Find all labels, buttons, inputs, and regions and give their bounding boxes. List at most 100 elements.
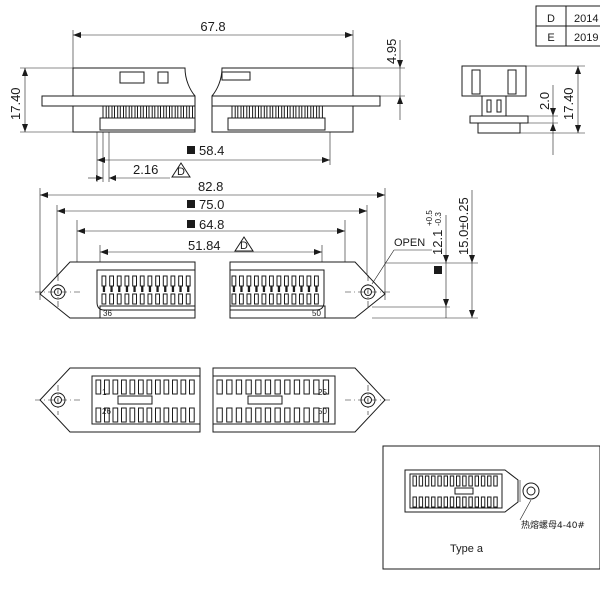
front-rev-mark: D — [240, 240, 248, 252]
back-rib — [264, 379, 272, 395]
type-a-rib — [462, 475, 467, 487]
side-pitch: 2.16 — [133, 162, 158, 177]
contact-pin — [102, 286, 106, 292]
revision-e-code: E — [547, 32, 554, 44]
front-height-inner-tol-minus: -0.3 — [434, 212, 443, 226]
contact-bottom — [299, 293, 304, 305]
back-rib — [322, 407, 330, 423]
contact-pin — [187, 286, 190, 292]
contact-bottom — [306, 293, 312, 305]
contact-pin — [270, 286, 273, 292]
contact-pin — [255, 286, 258, 292]
front-width-inner: 64.8 — [199, 217, 224, 232]
contact-pin — [141, 286, 144, 292]
back-rib — [264, 407, 272, 423]
type-a-rib — [493, 496, 498, 508]
back-rib — [121, 379, 127, 395]
contact-pin — [148, 286, 152, 292]
back-rib — [129, 407, 136, 423]
type-a-rib — [418, 496, 424, 508]
contact-pin — [240, 286, 243, 292]
type-a-detail: 热熔螺母4-40# Type a — [382, 445, 600, 570]
type-a-rib — [487, 475, 492, 487]
revision-table: D 2014 E 2019 — [535, 5, 600, 47]
back-rib — [146, 407, 153, 423]
open-label: OPEN — [394, 237, 425, 249]
back-rib — [226, 407, 233, 423]
back-rib — [284, 379, 291, 395]
back-pin-25: 25 — [318, 388, 327, 397]
back-rib — [293, 379, 301, 395]
back-rib — [284, 407, 291, 423]
contact-pin — [118, 286, 121, 292]
side-top-height: 4.95 — [384, 39, 399, 64]
type-a-rib — [449, 475, 455, 487]
contact-bottom — [170, 293, 176, 305]
type-a-rib — [462, 496, 467, 508]
type-a-rib — [443, 475, 449, 487]
contact-pin — [179, 286, 182, 292]
back-rib — [293, 407, 301, 423]
contact-pin — [164, 286, 167, 292]
front-contact-span: 51.84 — [188, 238, 221, 253]
side-inner-width: 58.4 — [199, 143, 224, 158]
contact-bottom — [155, 293, 160, 305]
type-a-rib — [424, 475, 430, 487]
type-a-rib — [412, 496, 417, 508]
back-rib — [216, 379, 223, 395]
type-a-caption: Type a — [450, 543, 484, 555]
back-rib — [313, 407, 320, 423]
contact-bottom — [291, 293, 297, 305]
back-rib — [245, 407, 252, 423]
contact-bottom — [132, 293, 137, 305]
back-rib — [274, 379, 281, 395]
front-height-inner: 12.1 — [430, 230, 445, 255]
contact-bottom — [147, 293, 153, 305]
contact-pin — [232, 286, 236, 292]
type-a-rib — [487, 496, 492, 508]
back-rib — [104, 379, 110, 395]
end-depth: 2.0 — [537, 92, 552, 110]
back-rib — [189, 407, 195, 423]
contact-pin — [292, 286, 296, 292]
contact-pin — [171, 286, 175, 292]
type-a-rib — [431, 475, 436, 487]
type-a-rib — [431, 496, 436, 508]
back-rib — [216, 407, 223, 423]
contact-pin — [277, 286, 281, 292]
front-pin-right: 50 — [312, 309, 321, 318]
front-height-inner-tol-plus: +0.5 — [425, 210, 434, 226]
type-a-rib — [443, 496, 449, 508]
side-rev-mark: D — [177, 166, 185, 178]
contact-bottom — [276, 293, 282, 305]
side-view: 67.8 17.40 4.95 58.4 — [8, 19, 405, 182]
back-rib — [95, 407, 102, 423]
back-rib — [112, 379, 119, 395]
contact-pin — [315, 286, 318, 292]
back-rib — [163, 407, 170, 423]
type-a-rib — [480, 475, 486, 487]
type-a-rib — [474, 475, 480, 487]
type-a-rib — [424, 496, 430, 508]
back-rib — [313, 379, 320, 395]
contact-pin — [247, 286, 251, 292]
back-pin-50: 50 — [318, 407, 327, 416]
type-a-rib — [418, 475, 424, 487]
contact-bottom — [124, 293, 130, 305]
side-overall-width: 67.8 — [200, 19, 225, 34]
contact-bottom — [116, 293, 122, 305]
contact-bottom — [314, 293, 319, 305]
type-a-rib — [493, 475, 498, 487]
back-rib — [172, 379, 178, 395]
front-height-outer: 15.0±0.25 — [456, 197, 471, 255]
end-height: 17.40 — [561, 87, 576, 120]
back-rib — [180, 379, 187, 395]
back-rib — [146, 379, 153, 395]
back-rib — [303, 407, 310, 423]
contact-pin — [133, 286, 136, 292]
back-rib — [274, 407, 281, 423]
type-a-rib — [412, 475, 417, 487]
contact-bottom — [185, 293, 191, 305]
back-rib — [235, 407, 243, 423]
